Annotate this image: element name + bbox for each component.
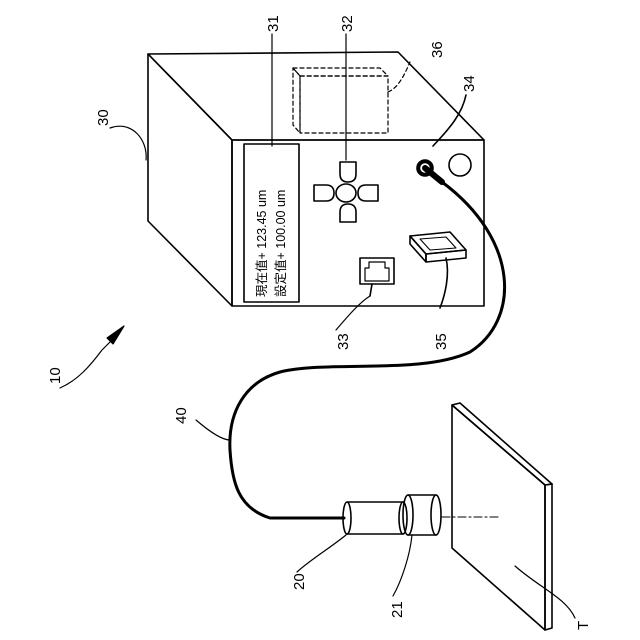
display-line-1: 現在值+ 123.45 um <box>254 190 269 297</box>
dpad-center <box>336 184 356 202</box>
box-top-face <box>148 52 484 140</box>
card-slot <box>410 232 466 308</box>
internal-component <box>293 62 410 133</box>
label-box: 30 <box>95 109 112 126</box>
dpad-up <box>340 162 356 182</box>
label-sensor: 20 <box>291 573 308 590</box>
label-target: T <box>575 621 592 630</box>
label-dpad: 32 <box>339 15 356 32</box>
label-connector: 34 <box>461 75 478 92</box>
target-plate <box>452 403 552 630</box>
box-left-face <box>148 54 232 306</box>
display-line-2: 設定值+ 100.00 um <box>273 190 288 297</box>
dpad-down <box>340 204 356 222</box>
sensor-head <box>403 495 441 535</box>
reference-numerals: 10 30 31 32 36 34 33 35 40 20 21 T <box>47 15 592 630</box>
sensor <box>343 495 500 535</box>
label-device: 10 <box>47 367 64 384</box>
label-display: 31 <box>265 15 282 32</box>
box-front-face <box>232 140 484 306</box>
cable <box>230 182 505 518</box>
label-port: 33 <box>335 333 352 350</box>
network-port <box>360 258 394 296</box>
dpad-left <box>314 185 334 201</box>
control-box <box>148 52 484 306</box>
dpad-right <box>358 185 378 201</box>
label-card: 35 <box>433 333 450 350</box>
label-internal: 36 <box>429 41 446 58</box>
leader-lines <box>60 34 575 618</box>
label-cable: 40 <box>173 407 190 424</box>
display-screen: 現在值+ 123.45 um 設定值+ 100.00 um <box>244 144 299 302</box>
cable-connector <box>417 95 471 182</box>
label-sensor-head: 21 <box>389 601 406 618</box>
dpad-buttons <box>314 162 378 222</box>
